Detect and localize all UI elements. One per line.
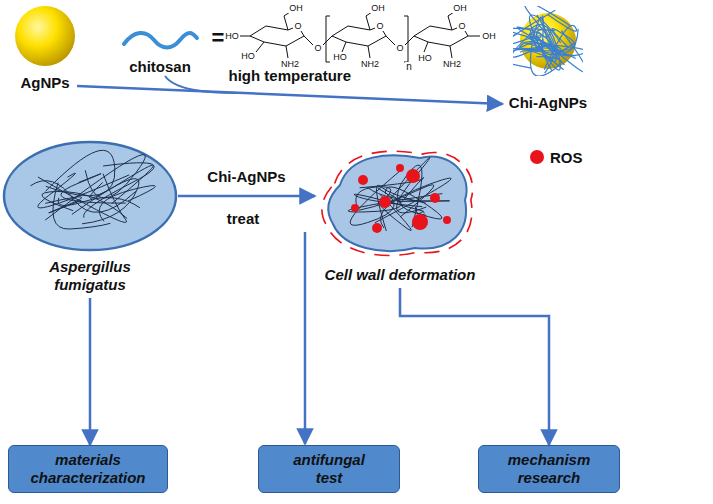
fiber — [356, 187, 391, 209]
illustrated-node: Cell wall deformation — [315, 140, 485, 286]
chem-label: OH — [452, 4, 468, 13]
chem-label: OH — [288, 4, 304, 13]
fungal-cell — [4, 142, 176, 250]
text-label: treat — [227, 210, 260, 227]
ros-dot — [379, 196, 391, 208]
text-label: = — [212, 25, 225, 51]
chem-label: O — [313, 44, 322, 53]
chitosan-structure — [240, 12, 480, 62]
ros-dot — [443, 216, 451, 224]
blob-shape — [315, 140, 485, 262]
fiber — [53, 183, 110, 230]
deformed-cell — [328, 155, 466, 251]
ros-dot — [430, 193, 440, 203]
flow-arrow — [77, 86, 503, 104]
silver-nanoparticle — [15, 6, 75, 66]
damaged-wall — [322, 151, 473, 255]
ros-dot — [351, 204, 359, 212]
legend-swatch — [530, 150, 544, 164]
chisphere-shape — [513, 6, 583, 76]
chem-label: HO — [332, 53, 348, 62]
ros-dot — [396, 164, 404, 172]
node-label: materials characterization — [23, 451, 153, 487]
illustrated-node: Aspergillus fumigatus — [2, 140, 178, 296]
node-label: Cell wall deformation — [325, 266, 476, 284]
chem-label: NH2 — [442, 60, 462, 69]
fiber — [84, 163, 155, 218]
illustrated-node: Chi-AgNPs — [503, 6, 594, 114]
chem-label: n — [405, 62, 413, 72]
node-label: antifungal test — [284, 451, 374, 487]
ros-dot — [412, 214, 428, 230]
fiber — [45, 150, 115, 196]
node-label: Aspergillus fumigatus — [35, 258, 145, 294]
chitosan-strand — [124, 33, 197, 48]
process-box: mechanism research — [478, 445, 620, 493]
fiber — [72, 179, 139, 224]
illustrated-node: AgNPs — [13, 4, 77, 94]
chem-label: O — [293, 22, 302, 31]
flow-arrow — [178, 195, 315, 198]
ros-dot — [372, 223, 382, 233]
flow-arrow — [89, 298, 92, 445]
ros-dot — [406, 169, 420, 183]
chem-label: O — [457, 22, 466, 31]
flow-arrow — [304, 232, 307, 444]
legend-text: ROS — [550, 149, 583, 166]
fiber — [45, 155, 145, 220]
flow-arrow — [400, 288, 549, 445]
chem-label: OH — [481, 32, 497, 41]
ellipse-shape — [2, 140, 178, 252]
chem-label: HO — [240, 52, 256, 61]
node-label: Chi-AgNPs — [509, 94, 588, 112]
chem-label: OH — [370, 4, 386, 13]
fiber — [513, 44, 550, 68]
chem-label: HO — [417, 54, 433, 63]
edge-label: Chi-AgNPs — [207, 168, 285, 185]
fiber — [58, 198, 140, 208]
sphere-shape — [13, 4, 77, 68]
node-label: mechanism research — [494, 451, 604, 487]
edge-label: high temperature — [228, 67, 351, 84]
fiber — [513, 10, 555, 49]
fiber — [348, 194, 442, 212]
process-box: antifungal test — [258, 445, 400, 493]
text-label: chitosan — [129, 58, 191, 75]
ros-dot — [358, 175, 368, 185]
fiber — [524, 6, 570, 47]
chem-label: NH2 — [360, 60, 380, 69]
process-box: materials characterization — [8, 445, 168, 493]
chem-label: O — [395, 44, 404, 53]
node-label: AgNPs — [20, 74, 70, 92]
chem-label: HO — [224, 32, 240, 41]
chem-label: O — [375, 22, 384, 31]
